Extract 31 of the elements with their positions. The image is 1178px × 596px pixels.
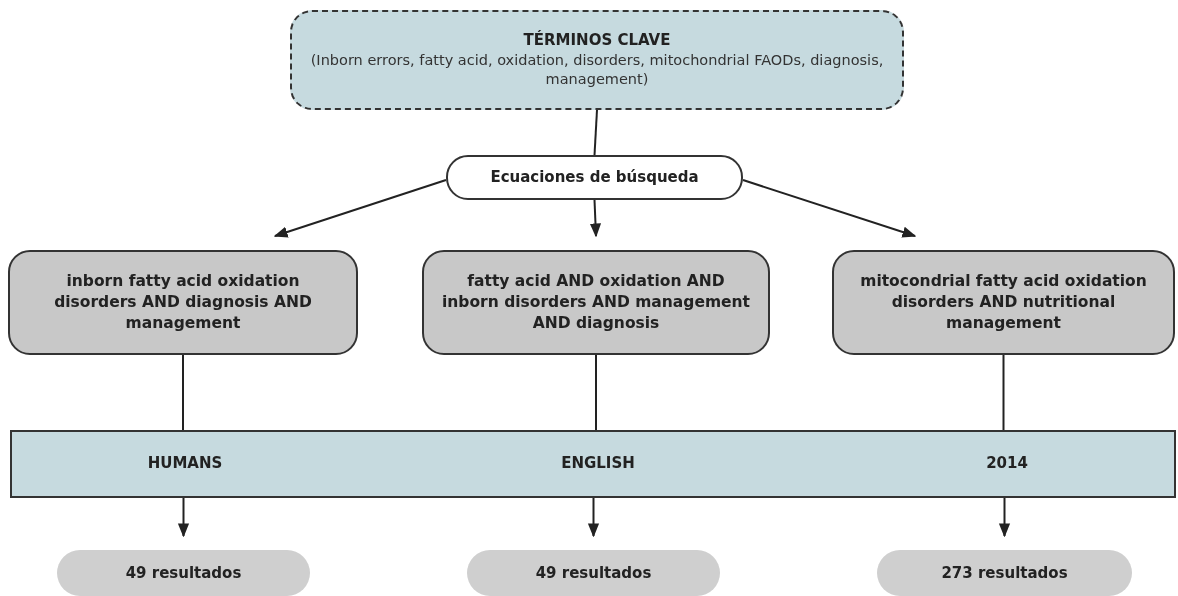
query-box [8,250,358,355]
arrow [273,179,447,238]
filter-band [10,430,1176,498]
arrow [998,497,1011,538]
keyword-box [290,10,904,110]
connector-line [593,109,598,156]
arrow [742,179,917,238]
heading: TÉRMINOS CLAVE [523,30,671,51]
node-label: mitocondrial fatty acid oxidation disorders AND nutritional management [859,271,1148,334]
keyword-list: (Inborn errors, fatty acid, oxidation, disorders, mitochondrial FAODs, diagnosis, management) [306,50,888,90]
node-label: 273 resultados [941,562,1068,584]
node-label: 49 resultados [535,562,652,584]
arrow [587,497,600,538]
connector-line [1002,354,1005,431]
query-box [832,250,1175,355]
arrow [177,497,190,538]
node-label: inborn fatty acid oxidation disorders AND diagnosis AND management [53,271,313,334]
node-label: Ecuaciones de búsqueda [490,167,699,188]
result-pill [877,550,1132,596]
connector-line [595,354,597,431]
node-label: fatty acid AND oxidation AND inborn disorders AND management AND diagnosis [441,271,751,334]
arrow [589,199,602,238]
result-pill [57,550,310,596]
filter-label: 2014 [985,453,1029,474]
node-label: 49 resultados [125,562,242,584]
connector-line [182,354,184,431]
filter-label: HUMANS [146,453,224,474]
query-box [422,250,770,355]
result-pill [467,550,720,596]
filter-label: ENGLISH [560,453,636,474]
search-equation-box [446,155,743,200]
